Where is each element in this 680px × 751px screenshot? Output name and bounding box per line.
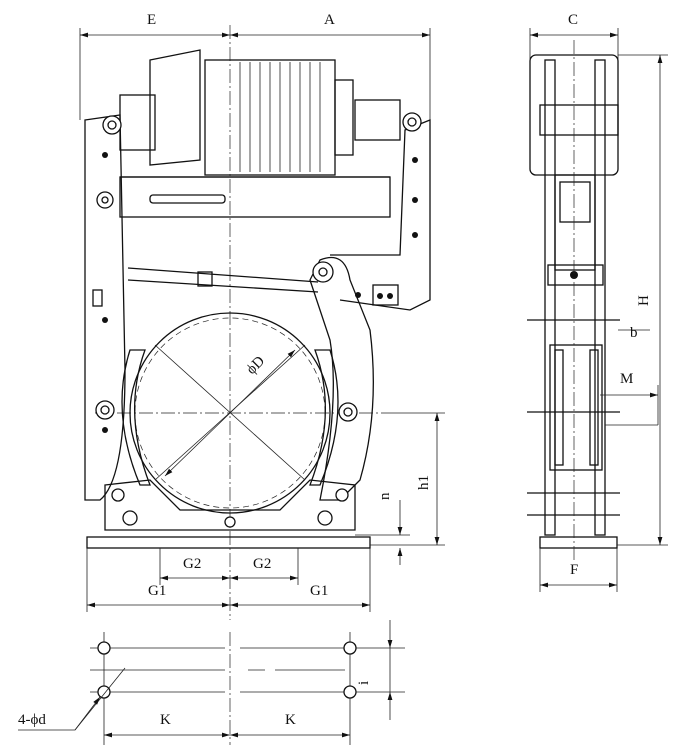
label-F: F: [570, 562, 578, 578]
label-phiD: ϕD: [244, 353, 269, 378]
label-G2-left: G2: [183, 556, 201, 572]
label-G1-right: G1: [310, 583, 328, 599]
label-K-right: K: [285, 712, 296, 728]
label-i: i: [356, 681, 372, 685]
label-E: E: [147, 12, 156, 28]
label-holes: 4-ϕd: [18, 712, 46, 728]
label-C: C: [568, 12, 578, 28]
front-view: [84, 25, 431, 620]
motor: [119, 49, 401, 218]
label-A: A: [324, 12, 335, 28]
plan-view: [18, 620, 405, 745]
label-G1-left: G1: [148, 583, 166, 599]
label-K-left: K: [160, 712, 171, 728]
label-n: n: [377, 492, 393, 500]
side-view: [527, 40, 659, 560]
dimensions: [79, 28, 668, 738]
brake-drum: [129, 312, 331, 514]
base-plate: [86, 536, 371, 549]
label-b: b: [630, 325, 638, 341]
label-G2-right: G2: [253, 556, 271, 572]
label-M: M: [620, 371, 633, 387]
label-H: H: [636, 295, 652, 306]
label-h1: h1: [416, 475, 432, 490]
